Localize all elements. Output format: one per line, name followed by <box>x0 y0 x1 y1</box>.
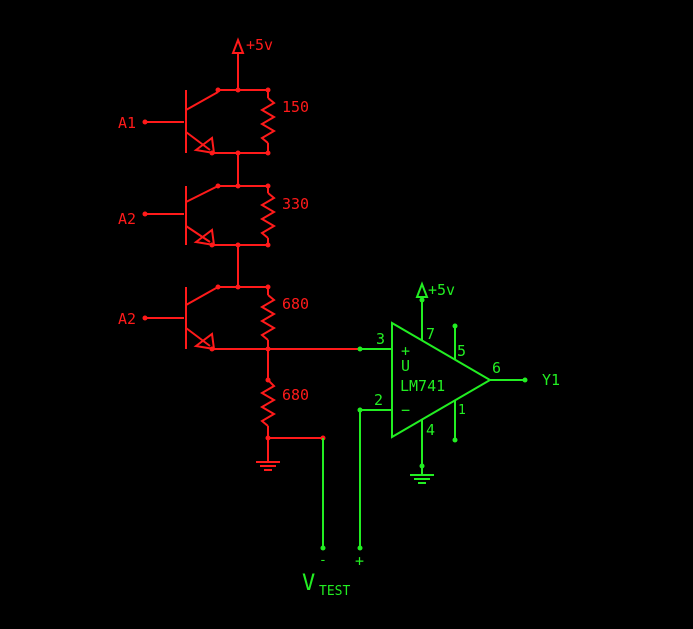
resistor-680-a <box>260 294 276 341</box>
resistor-330 <box>260 192 276 239</box>
input-label-2: A2 <box>118 210 136 228</box>
input-label-3: A2 <box>118 310 136 328</box>
transistor-stage-3: 680 A2 <box>118 286 309 351</box>
pin-label-5: 5 <box>457 342 466 360</box>
pin-label-6: 6 <box>492 359 501 377</box>
bottom-resistor: 680 <box>260 349 323 462</box>
supply-label-top: +5v <box>246 36 273 54</box>
opamp-designator: U <box>401 357 410 375</box>
resistor-150 <box>260 97 276 144</box>
junction-dots-red <box>142 87 326 441</box>
input-label-1: A1 <box>118 114 136 132</box>
pin-label-4: 4 <box>426 421 435 439</box>
pin-label-2: 2 <box>374 391 383 409</box>
test-plus-sign: + <box>355 552 364 570</box>
output-label: Y1 <box>542 371 560 389</box>
opamp-sign-minus: − <box>401 401 410 419</box>
resistor-value-1: 150 <box>282 98 309 116</box>
supply-symbol-opamp <box>415 281 429 298</box>
vtest-label-sub: TEST <box>319 584 350 599</box>
pin-label-1: 1 <box>458 403 466 418</box>
ground-symbol-left <box>256 461 280 471</box>
junction-dots-green <box>320 297 528 551</box>
resistor-680-b <box>260 379 276 427</box>
vtest-label-main: V <box>302 571 315 596</box>
resistor-value-bottom: 680 <box>282 386 309 404</box>
supply-symbol-top: +5v <box>231 36 273 90</box>
resistor-value-3: 680 <box>282 295 309 313</box>
test-minus-sign: - <box>319 553 327 568</box>
pin-label-7: 7 <box>426 325 435 343</box>
opamp-part-label: LM741 <box>400 377 445 395</box>
transistor-stage-1: 150 A1 <box>118 89 309 155</box>
ground-symbol-right <box>410 474 434 484</box>
opamp-lm741 <box>391 321 492 439</box>
opamp-supply-label: +5v <box>428 281 455 299</box>
resistor-ladder-network: +5v 150 A1 <box>118 36 360 471</box>
opamp-sign-plus: + <box>401 342 410 360</box>
pin-label-3: 3 <box>376 330 385 348</box>
opamp-circuit: +5v 3 2 7 4 5 1 6 + − U LM741 Y1 - + V T… <box>302 281 560 599</box>
resistor-value-2: 330 <box>282 195 309 213</box>
